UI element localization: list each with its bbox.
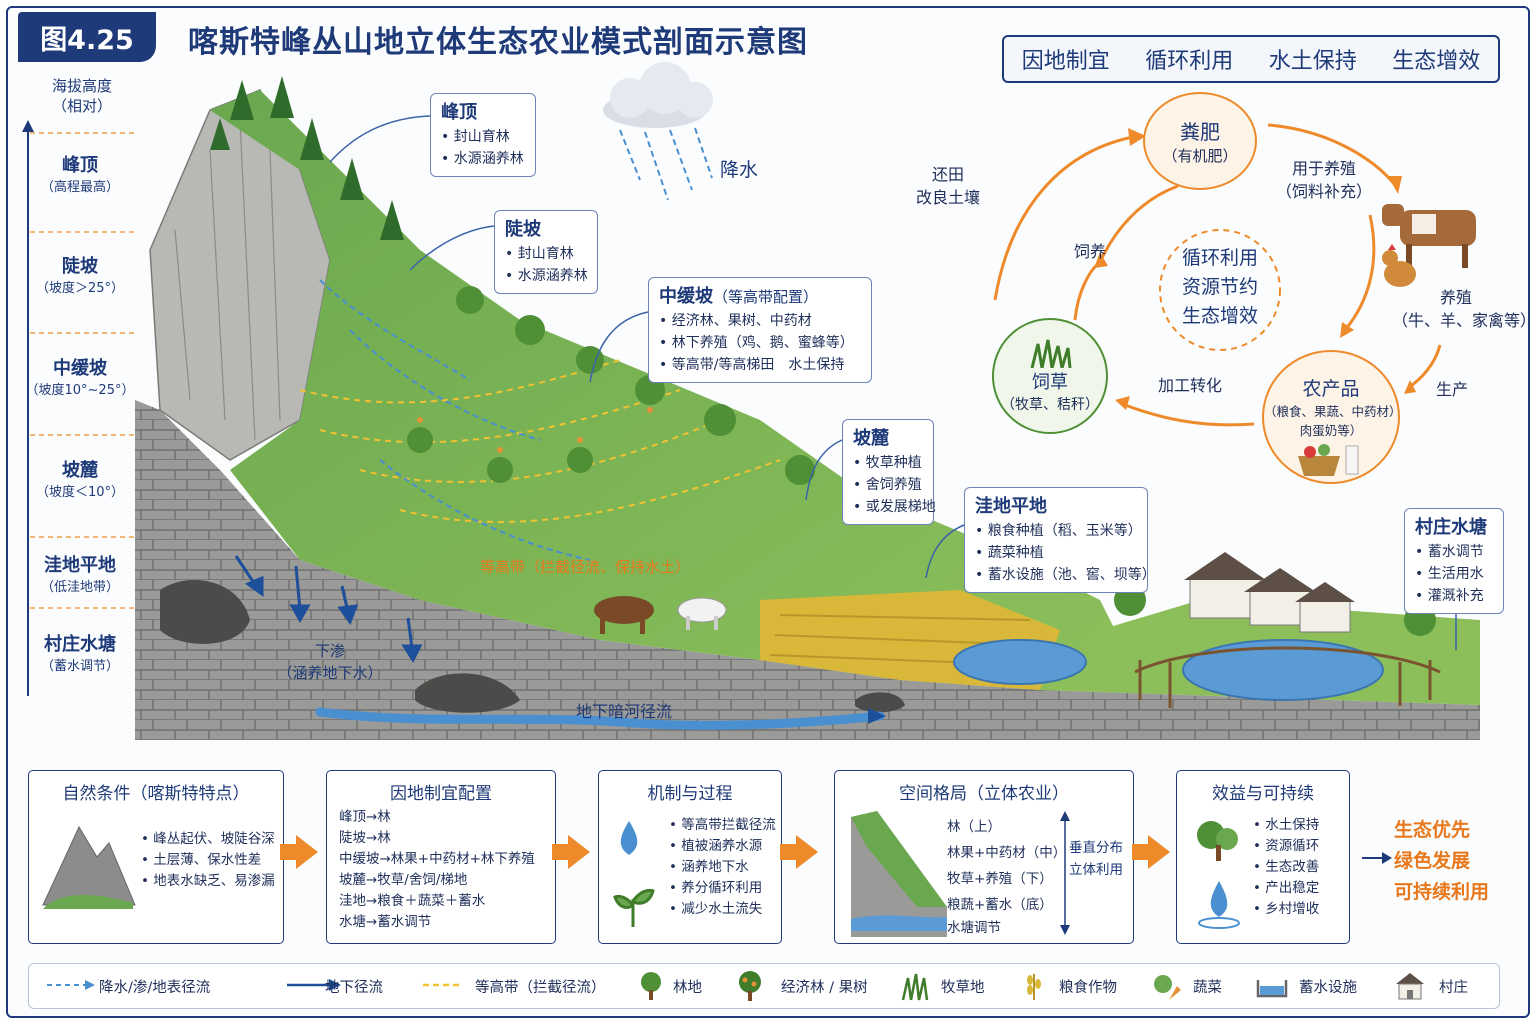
callout-foot: 坡麓 牧草种植舍饲养殖或发展梯地 <box>842 419 936 525</box>
water-storage-icon <box>1256 980 1288 998</box>
bedrock <box>135 400 1480 740</box>
forest-icon <box>641 972 661 1000</box>
legend-contour-line-icon <box>423 983 463 987</box>
zone-village: 村庄水塘（蓄水调节） <box>40 634 119 674</box>
cycle-node-manure: 粪肥 （有机肥） <box>1143 92 1257 190</box>
village-pond <box>1182 639 1384 701</box>
callout-flatland: 洼地平地 粮食种植（稻、玉米等）蔬菜种植蓄水设施（池、窖、坝等） <box>964 487 1156 593</box>
rain-cloud <box>603 62 713 128</box>
cycle-center-label: 循环利用资源节约生态增效 <box>1181 247 1258 327</box>
vertical-distribution-label: 垂直分布立体利用 <box>1069 840 1123 878</box>
underground-river-label: 地下暗河径流 <box>576 702 673 721</box>
altitude-axis-title: 海拔高度 （相对） <box>51 77 112 115</box>
page-title: 喀斯特峰丛山地立体生态农业模式剖面示意图 <box>188 25 808 60</box>
karst-cave <box>160 580 250 644</box>
vegetable-icon <box>1154 975 1181 1000</box>
panel-benefit: 效益与可持续 水土保持 资源循环 生态改善 产出稳定 乡村增收 <box>1176 770 1350 944</box>
zone-foot: 坡麓（坡度＜10°） <box>35 460 125 500</box>
chicken-icon <box>1382 244 1416 287</box>
edge-label-produce: 生产 <box>1436 380 1469 399</box>
karst-cave <box>855 692 905 713</box>
flow-arrow <box>280 835 318 869</box>
zone-steep: 陡坡（坡度＞25°） <box>35 256 125 296</box>
final-goals: 生态优先绿色发展可持续利用 <box>1394 819 1490 903</box>
cycle-node-forage: 饲草 （牧草、秸秆） <box>992 318 1108 434</box>
panel-config: 因地制宜配置 峰顶→林 陡坡→林 中缓坡→林果+中药材+林下养殖 坡麓→牧草/舍… <box>326 770 556 944</box>
village-house-icon <box>1396 973 1424 1000</box>
legend: 降水/渗/地表径流 地下径流 等高带（拦截径流） 林地 经济林 / 果树 牧草地… <box>28 963 1500 1009</box>
vertical-double-arrow <box>1060 811 1070 935</box>
contour-bands <box>299 359 781 523</box>
cow-icon <box>1382 204 1476 268</box>
callout-village-pond: 村庄水塘 蓄水调节生活用水灌溉补充 <box>1404 508 1504 614</box>
slogan-item: 生态增效 <box>1392 49 1481 74</box>
water-drop-sprout-icon <box>613 821 655 927</box>
slogan-bar: 因地制宜 循环利用 水土保持 生态增效 <box>1002 35 1500 83</box>
zone-peak: 峰顶（高程最高） <box>40 155 119 195</box>
slogan-item: 因地制宜 <box>1021 49 1110 74</box>
edge-label-process: 加工转化 <box>1158 376 1223 395</box>
panel-mechanism: 机制与过程 等高带拦截径流 植被涵养水源 涵养地下水 养分循环利用 减少水土流失 <box>598 770 782 944</box>
callout-steep: 陡坡 封山育林水源涵养林 <box>494 210 598 294</box>
rain-label: 降水 <box>720 159 759 181</box>
legend-dashed-arrow-icon <box>47 980 95 990</box>
seepage-arrows <box>234 555 423 664</box>
flow-arrow <box>1132 835 1170 869</box>
mountain-icon <box>42 825 136 909</box>
edge-label-feed: 饲养 <box>1074 242 1107 261</box>
callout-mid-slope: 中缓坡（等高带配置） 经济林、果树、中药材林下养殖（鸡、鹅、蜜蜂等）等高带/等高… <box>648 277 872 383</box>
fruit-tree-icon <box>739 971 761 1001</box>
figure-number: 图4.25 <box>18 12 156 62</box>
contour-band-label: 等高带（拦截径流、保持水土） <box>480 558 691 576</box>
panel-natural-conditions: 自然条件（喀斯特特点） 峰丛起伏、坡陡谷深 土层薄、保水性差 地表水缺乏、易渗漏 <box>28 770 284 944</box>
slogan-item: 循环利用 <box>1145 49 1234 74</box>
edge-label-return: 还田改良土壤 <box>916 165 981 207</box>
grain-crop-icon <box>1027 974 1041 1000</box>
livestock-label: 养殖（牛、羊、家禽等） <box>1392 288 1536 330</box>
panel-spatial: 空间格局（立体农业） 林（上） 林果+中药材（中） 牧草+养殖（下） 粮蔬+蓄水… <box>834 770 1134 944</box>
karst-cave <box>415 673 520 713</box>
grazing-livestock <box>594 596 727 634</box>
callout-peak: 峰顶 封山育林水源涵养林 <box>430 93 536 177</box>
flow-arrow <box>552 835 590 869</box>
zone-flat: 洼地平地（低洼地带） <box>40 555 119 595</box>
legend-solid-arrow-icon <box>287 979 341 991</box>
slogan-item: 水土保持 <box>1268 49 1357 74</box>
tree-water-icon <box>1197 821 1240 929</box>
village-houses <box>1184 552 1355 633</box>
zone-mid-slope: 中缓坡（坡度10°~25°） <box>25 358 135 398</box>
layered-slope-icon <box>851 811 947 937</box>
grassland-icon <box>901 973 929 1001</box>
grass-icon <box>1030 339 1072 368</box>
rain-streaks <box>619 127 713 201</box>
flatland-pond <box>953 639 1087 685</box>
seepage-label: 下渗（涵养地下水） <box>277 642 383 682</box>
underground-river <box>315 707 885 730</box>
edge-label-feed-use: 用于养殖（饲料补充） <box>1276 159 1373 201</box>
flow-arrow <box>780 835 818 869</box>
basket-icon <box>1298 444 1359 476</box>
